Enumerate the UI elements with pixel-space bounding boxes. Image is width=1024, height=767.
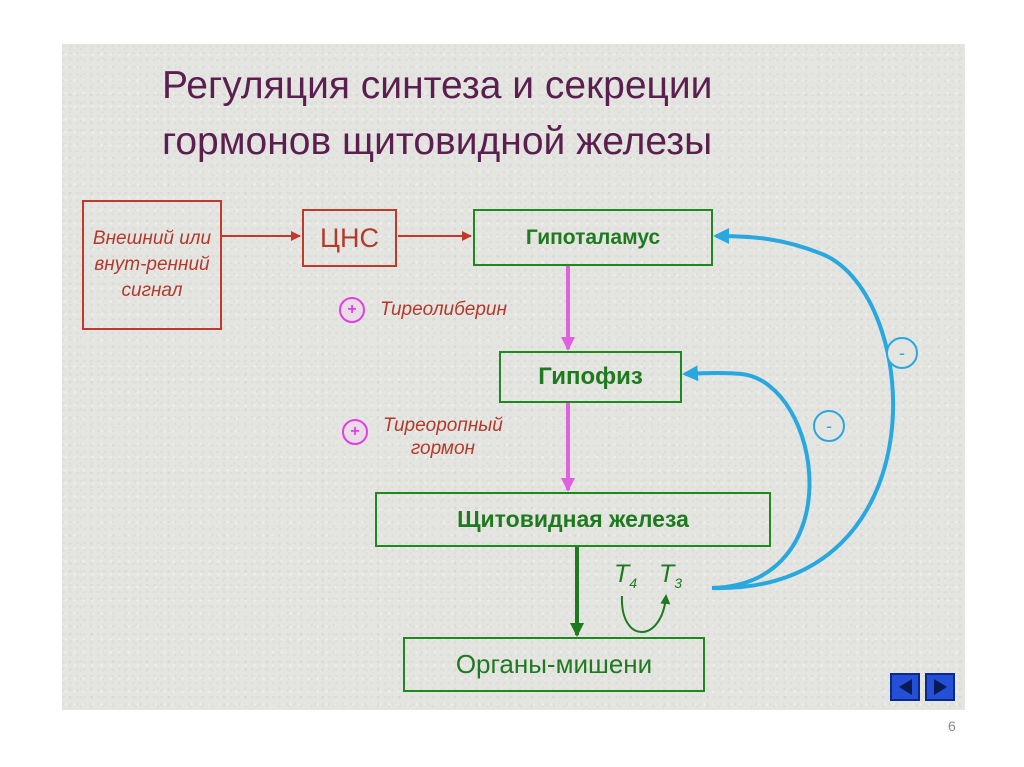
feedback-to-pituitary bbox=[682, 365, 812, 590]
t4-label: T4 bbox=[614, 560, 637, 591]
tsh-label: Тиреоропный гормон bbox=[383, 414, 503, 460]
thyroid-text: Щитовидная железа bbox=[457, 506, 689, 532]
cns-box: ЦНС bbox=[302, 209, 397, 267]
pituitary-box: Гипофиз bbox=[499, 351, 682, 403]
slide-title: Регуляция синтеза и секреции гормонов щи… bbox=[162, 58, 922, 170]
t3-letter: T bbox=[659, 560, 675, 588]
tsh-label-line-2: гормон bbox=[410, 438, 475, 459]
prev-slide-button[interactable] bbox=[890, 673, 920, 701]
pituitary-text: Гипофиз bbox=[538, 363, 643, 390]
thyroid-box: Щитовидная железа bbox=[375, 492, 771, 547]
t3-label: T3 bbox=[659, 560, 682, 591]
target-organs-text: Органы-мишени bbox=[455, 649, 653, 679]
triangle-left-icon bbox=[898, 679, 912, 695]
hypothalamus-text: Гипоталамус bbox=[525, 225, 661, 249]
cns-text: ЦНС bbox=[320, 222, 379, 253]
stimulation-plus-icon: + bbox=[339, 297, 365, 323]
connector-arrows bbox=[222, 228, 896, 637]
t4-letter: T bbox=[614, 560, 630, 588]
arrow-t4-to-t3-conversion bbox=[620, 594, 671, 633]
t3-subscript: 3 bbox=[674, 575, 683, 591]
page-number: 6 bbox=[948, 718, 956, 734]
target-organs-box: Органы-мишени bbox=[403, 637, 705, 692]
title-line-1: Регуляция синтеза и секреции bbox=[162, 64, 713, 107]
hypothalamus-box: Гипоталамус bbox=[473, 209, 713, 266]
triangle-right-icon bbox=[933, 679, 947, 695]
stimulation-plus-icon: + bbox=[342, 419, 368, 445]
signal-text: Внешний или внут-ренний сигнал bbox=[92, 228, 212, 301]
next-slide-button[interactable] bbox=[925, 673, 955, 701]
tsh-label-line-1: Тиреоропный bbox=[383, 415, 503, 436]
inhibition-minus-icon: - bbox=[813, 410, 845, 442]
t4-subscript: 4 bbox=[629, 575, 638, 591]
slide: Регуляция синтеза и секреции гормонов щи… bbox=[62, 44, 965, 710]
trh-label: Тиреолиберин bbox=[380, 299, 507, 320]
title-line-2: гормонов щитовидной железы bbox=[162, 120, 713, 163]
signal-box: Внешний или внут-ренний сигнал bbox=[82, 200, 222, 330]
inhibition-minus-icon: - bbox=[886, 337, 918, 369]
feedback-to-hypothalamus bbox=[711, 228, 896, 591]
